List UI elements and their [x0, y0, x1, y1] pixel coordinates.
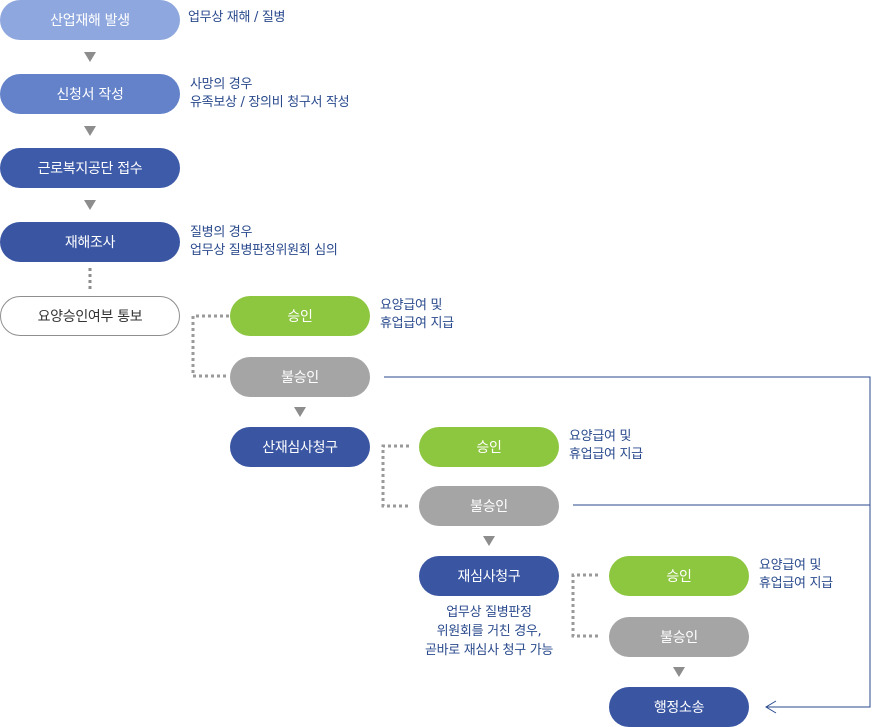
receive-node: 근로복지공단 접수 — [0, 148, 180, 188]
approve-label-stage3: 승인 — [666, 569, 692, 585]
notify-label: 요양승인여부 통보 — [37, 309, 143, 325]
reject-node-stage3: 불승인 — [609, 617, 749, 657]
approve-note-stage3: 요양급여 및 휴업급여 지급 — [759, 558, 833, 591]
reject-node-stage2: 불승인 — [419, 486, 559, 526]
investigate-node: 재해조사 — [0, 222, 180, 262]
approve-label-stage2: 승인 — [476, 440, 502, 456]
claim-node-stage3: 재심사청구 — [419, 556, 559, 596]
approve-note-stage2: 요양급여 및 휴업급여 지급 — [569, 429, 643, 462]
approve-node-stage1: 승인 — [230, 296, 370, 336]
down-arrow-3 — [84, 200, 96, 210]
notify-node: 요양승인여부 통보 — [0, 296, 180, 336]
apply-label: 신청서 작성 — [56, 87, 124, 103]
dotted-bracket-stage3 — [571, 573, 598, 638]
investigate-note: 질병의 경우 업무상 질병판정위원회 심의 — [190, 225, 338, 258]
claim-node-stage2: 산재심사청구 — [230, 427, 370, 467]
approve-label-stage1: 승인 — [287, 309, 313, 325]
lawsuit-line-stage1 — [384, 376, 871, 708]
down-arrow-2 — [84, 126, 96, 136]
dotted-bracket-stage2 — [381, 444, 409, 508]
occur-note: 업무상 재해 / 질병 — [188, 10, 286, 25]
lawsuit-label: 행정소송 — [653, 700, 705, 716]
reject-label-stage3: 불승인 — [660, 630, 698, 646]
investigate-label: 재해조사 — [64, 235, 116, 251]
occur-label: 산업재해 발생 — [50, 13, 130, 29]
apply-note: 사망의 경우 유족보상 / 장의비 청구서 작성 — [190, 77, 350, 110]
approve-note-stage1: 요양급여 및 휴업급여 지급 — [380, 298, 454, 331]
reject-node-stage1: 불승인 — [230, 357, 370, 397]
apply-node: 신청서 작성 — [0, 74, 180, 114]
down-arrow-6 — [673, 667, 685, 677]
claim-label-stage3: 재심사청구 — [457, 569, 521, 585]
lawsuit-node: 행정소송 — [609, 687, 749, 727]
approve-node-stage3: 승인 — [609, 556, 749, 596]
claim-note-stage3: 업무상 질병판정 위원회를 거친 경우, 곧바로 재심사 청구 가능 — [424, 605, 554, 658]
lawsuit-arrowhead — [765, 700, 777, 714]
reject-label-stage1: 불승인 — [281, 370, 319, 386]
claim-label-stage2: 산재심사청구 — [262, 440, 338, 456]
dotted-bracket-stage1 — [191, 314, 229, 378]
approve-node-stage2: 승인 — [419, 427, 559, 467]
down-arrow-4 — [294, 407, 306, 417]
reject-label-stage2: 불승인 — [470, 499, 508, 515]
down-arrow-5 — [483, 536, 495, 546]
occur-node: 산업재해 발생 — [0, 0, 180, 40]
down-arrow-1 — [84, 52, 96, 62]
receive-label: 근로복지공단 접수 — [37, 161, 143, 177]
